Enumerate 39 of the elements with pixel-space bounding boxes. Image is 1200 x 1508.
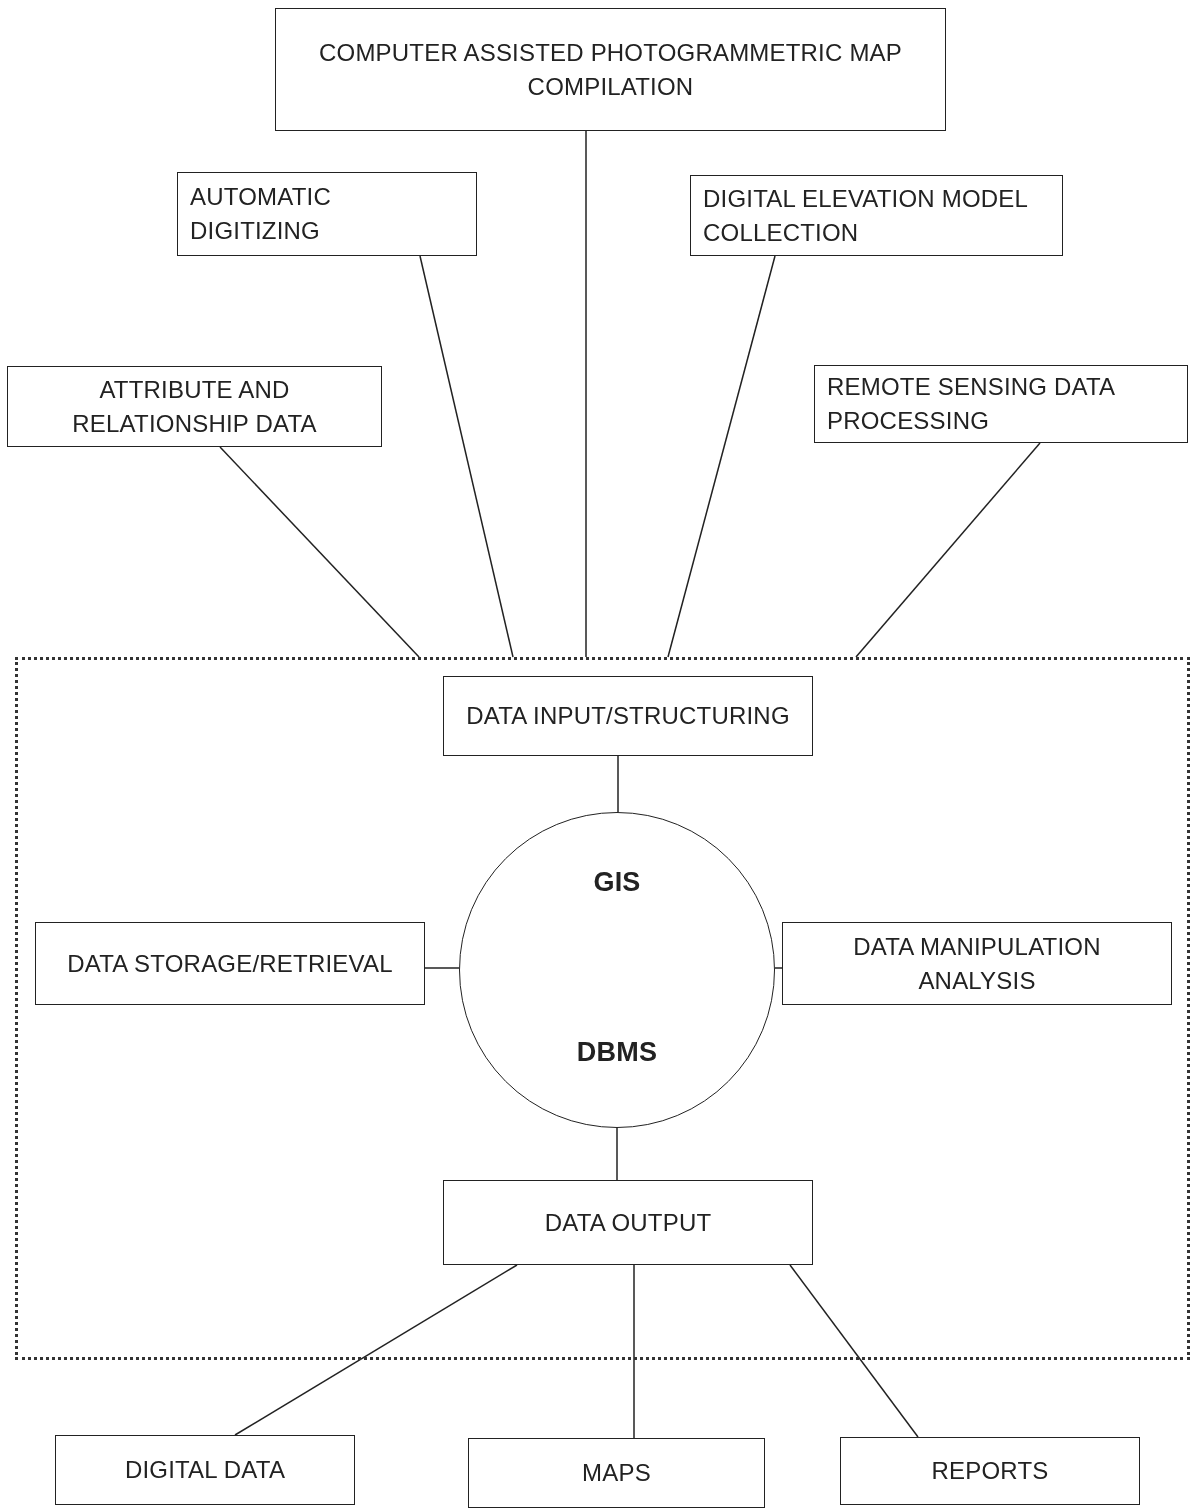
system-boundary bbox=[15, 657, 1190, 1360]
connector-line bbox=[616, 1127, 618, 1181]
connector-line bbox=[219, 446, 420, 658]
connector-line bbox=[234, 1264, 518, 1436]
process-box bbox=[690, 175, 1063, 256]
connector-line bbox=[667, 255, 776, 658]
process-box bbox=[35, 922, 425, 1005]
connector-line bbox=[789, 1264, 919, 1438]
process-box bbox=[443, 676, 813, 756]
process-box bbox=[275, 8, 946, 131]
process-box bbox=[7, 366, 382, 447]
process-box bbox=[814, 365, 1188, 443]
box-label: COMPUTER ASSISTED PHOTOGRAMMETRIC MAP COMPILATION bbox=[318, 37, 903, 102]
box-label: DATA STORAGE/RETRIEVAL bbox=[66, 948, 394, 979]
box-label: MAPS bbox=[581, 1458, 652, 1488]
connector-line bbox=[855, 442, 1041, 658]
box-label: DATA OUTPUT bbox=[543, 1207, 713, 1238]
process-box bbox=[55, 1435, 355, 1505]
connector-line bbox=[424, 967, 460, 969]
box-label: DATA MANIPULATION ANALYSIS bbox=[852, 931, 1102, 996]
process-box bbox=[177, 172, 477, 256]
process-box bbox=[468, 1438, 765, 1508]
box-label: DIGITAL ELEVATION MODEL COLLECTION bbox=[703, 183, 1029, 248]
box-label: DIGITAL DATA bbox=[123, 1455, 287, 1485]
box-label: REMOTE SENSING DATA PROCESSING bbox=[827, 372, 1116, 436]
box-label: REPORTS bbox=[930, 1456, 1050, 1486]
process-box bbox=[840, 1437, 1140, 1505]
connector-line bbox=[633, 1264, 635, 1439]
box-label: GIS bbox=[593, 866, 641, 899]
box-label: ATTRIBUTE AND RELATIONSHIP DATA bbox=[71, 374, 318, 439]
connector-line bbox=[419, 255, 514, 658]
connector-line bbox=[585, 130, 587, 658]
process-box bbox=[443, 1180, 813, 1265]
connector-line bbox=[774, 967, 783, 969]
connector-line bbox=[617, 755, 619, 813]
box-label: DATA INPUT/STRUCTURING bbox=[465, 701, 791, 731]
process-box bbox=[782, 922, 1172, 1005]
box-label: AUTOMATIC DIGITIZING bbox=[190, 182, 332, 246]
box-label: DBMS bbox=[576, 1036, 658, 1069]
